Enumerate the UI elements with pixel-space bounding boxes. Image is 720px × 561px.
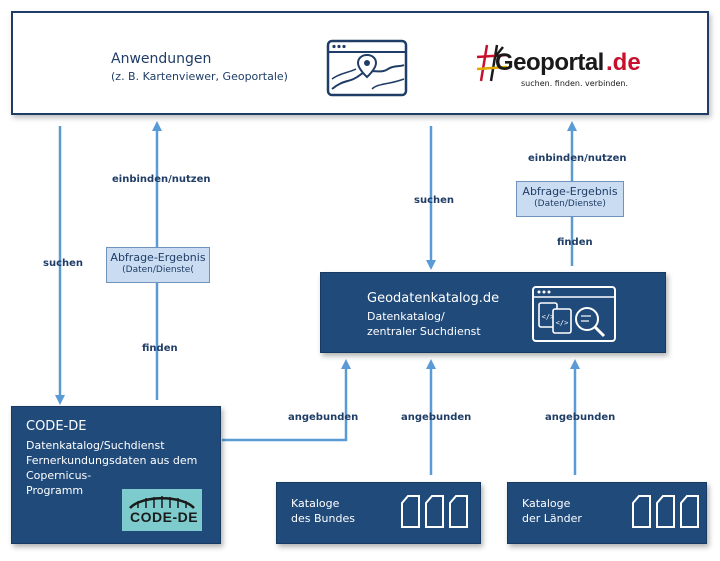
label-angebunden-bund: angebunden <box>401 412 472 423</box>
code-de-logo: CODE-DE <box>122 489 202 531</box>
geoportal-hash-icon <box>476 44 508 82</box>
label-left-suchen: suchen <box>43 258 84 269</box>
result-box-right: Abfrage-Ergebnis (Daten/Dienste) <box>516 181 624 217</box>
result-right-sub: (Daten/Dienste) <box>534 199 606 209</box>
geodatenkatalog-box: Geodatenkatalog.de Datenkatalog/ zentral… <box>320 272 666 353</box>
arrow-code-de-angebunden <box>222 359 351 442</box>
catalog-search-icon: </> </> <box>532 286 616 342</box>
geodatenkatalog-title: Geodatenkatalog.de <box>367 291 500 306</box>
code-de-line3: Copernicus- <box>26 469 92 482</box>
result-box-left: Abfrage-Ergebnis (Daten/Dienste( <box>106 247 210 283</box>
document-stack-icon <box>632 495 699 528</box>
applications-subtitle: (z. B. Kartenviewer, Geoportale) <box>111 70 288 83</box>
map-viewer-icon <box>326 39 408 97</box>
geoportal-logo-main: Geoportal <box>495 49 604 76</box>
kataloge-bund-line1: Kataloge <box>291 497 340 510</box>
code-de-line1: Datenkatalog/Suchdienst <box>26 439 165 452</box>
label-mid-suchen: suchen <box>414 195 455 206</box>
svg-text:</>: </> <box>542 313 555 321</box>
geoportal-logo-tld: .de <box>606 49 641 76</box>
geoportal-logo: Geoportal .de suchen. finden. verbinden. <box>475 39 675 99</box>
geoportal-tagline: suchen. finden. verbinden. <box>521 79 628 88</box>
label-angebunden-laender: angebunden <box>545 412 616 423</box>
kataloge-laender-line2: der Länder <box>522 512 582 525</box>
geodatenkatalog-line1: Datenkatalog/ <box>367 310 445 323</box>
kataloge-laender-line1: Kataloge <box>522 497 571 510</box>
code-de-logo-text: CODE-DE <box>130 509 199 525</box>
svg-text:</>: </> <box>556 319 569 327</box>
kataloge-bund-line2: des Bundes <box>291 512 355 525</box>
applications-title: Anwendungen <box>111 51 212 67</box>
result-left-sub: (Daten/Dienste( <box>122 265 194 275</box>
applications-box: Anwendungen (z. B. Kartenviewer, Geoport… <box>11 11 709 115</box>
geodatenkatalog-line2: zentraler Suchdienst <box>367 325 481 338</box>
code-de-title: CODE-DE <box>26 419 87 434</box>
result-left-title: Abfrage-Ergebnis <box>110 251 206 264</box>
kataloge-laender-box: Kataloge der Länder <box>507 482 707 544</box>
code-de-logo-arc-icon <box>129 496 195 509</box>
label-right-einbinden: einbinden/nutzen <box>528 153 627 164</box>
code-de-box: CODE-DE Datenkatalog/Suchdienst Fernerku… <box>11 406 221 544</box>
code-de-line2: Fernerkundungsdaten aus dem <box>26 454 198 467</box>
result-right-title: Abfrage-Ergebnis <box>522 185 618 198</box>
label-right-finden: finden <box>557 237 593 248</box>
label-left-finden: finden <box>142 343 178 354</box>
code-de-line4: Programm <box>26 484 84 497</box>
kataloge-bund-box: Kataloge des Bundes <box>276 482 481 544</box>
document-stack-icon <box>401 495 468 528</box>
label-left-einbinden: einbinden/nutzen <box>112 174 211 185</box>
label-angebunden-code: angebunden <box>288 412 359 423</box>
